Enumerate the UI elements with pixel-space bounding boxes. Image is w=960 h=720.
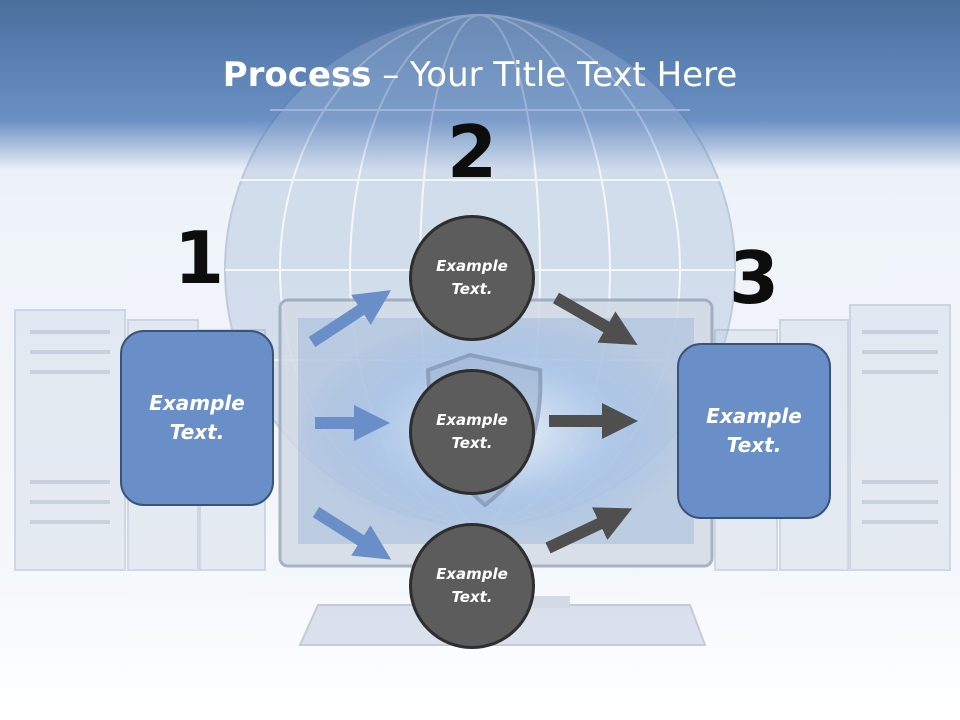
title-rest: – Your Title Text Here [371, 55, 738, 95]
step-number-3: 3 [728, 236, 780, 320]
slide-title: Process – Your Title Text Here [0, 52, 960, 98]
arrow-box1-to-circle1 [308, 290, 392, 348]
title-banner [0, 0, 960, 170]
step-3-box[interactable]: Example Text. [677, 343, 831, 519]
circle-bottom[interactable]: Example Text. [409, 523, 535, 649]
step-number-2: 2 [446, 110, 498, 194]
circle-top-label: Example Text. [436, 257, 508, 298]
step-1-label: Example Text. [149, 391, 245, 444]
circle-middle-label: Example Text. [436, 411, 508, 452]
circle-bottom-label: Example Text. [436, 565, 508, 606]
circle-top[interactable]: Example Text. [409, 215, 535, 341]
step-number-1: 1 [173, 216, 225, 300]
circle-middle[interactable]: Example Text. [409, 369, 535, 495]
arrow-circle3-to-box3 [545, 507, 633, 554]
title-bold: Process [222, 55, 372, 95]
step-3-label: Example Text. [706, 404, 802, 457]
arrow-circle1-to-box3 [553, 292, 638, 345]
arrow-box1-to-circle3 [312, 506, 392, 560]
step-1-box[interactable]: Example Text. [120, 330, 274, 506]
